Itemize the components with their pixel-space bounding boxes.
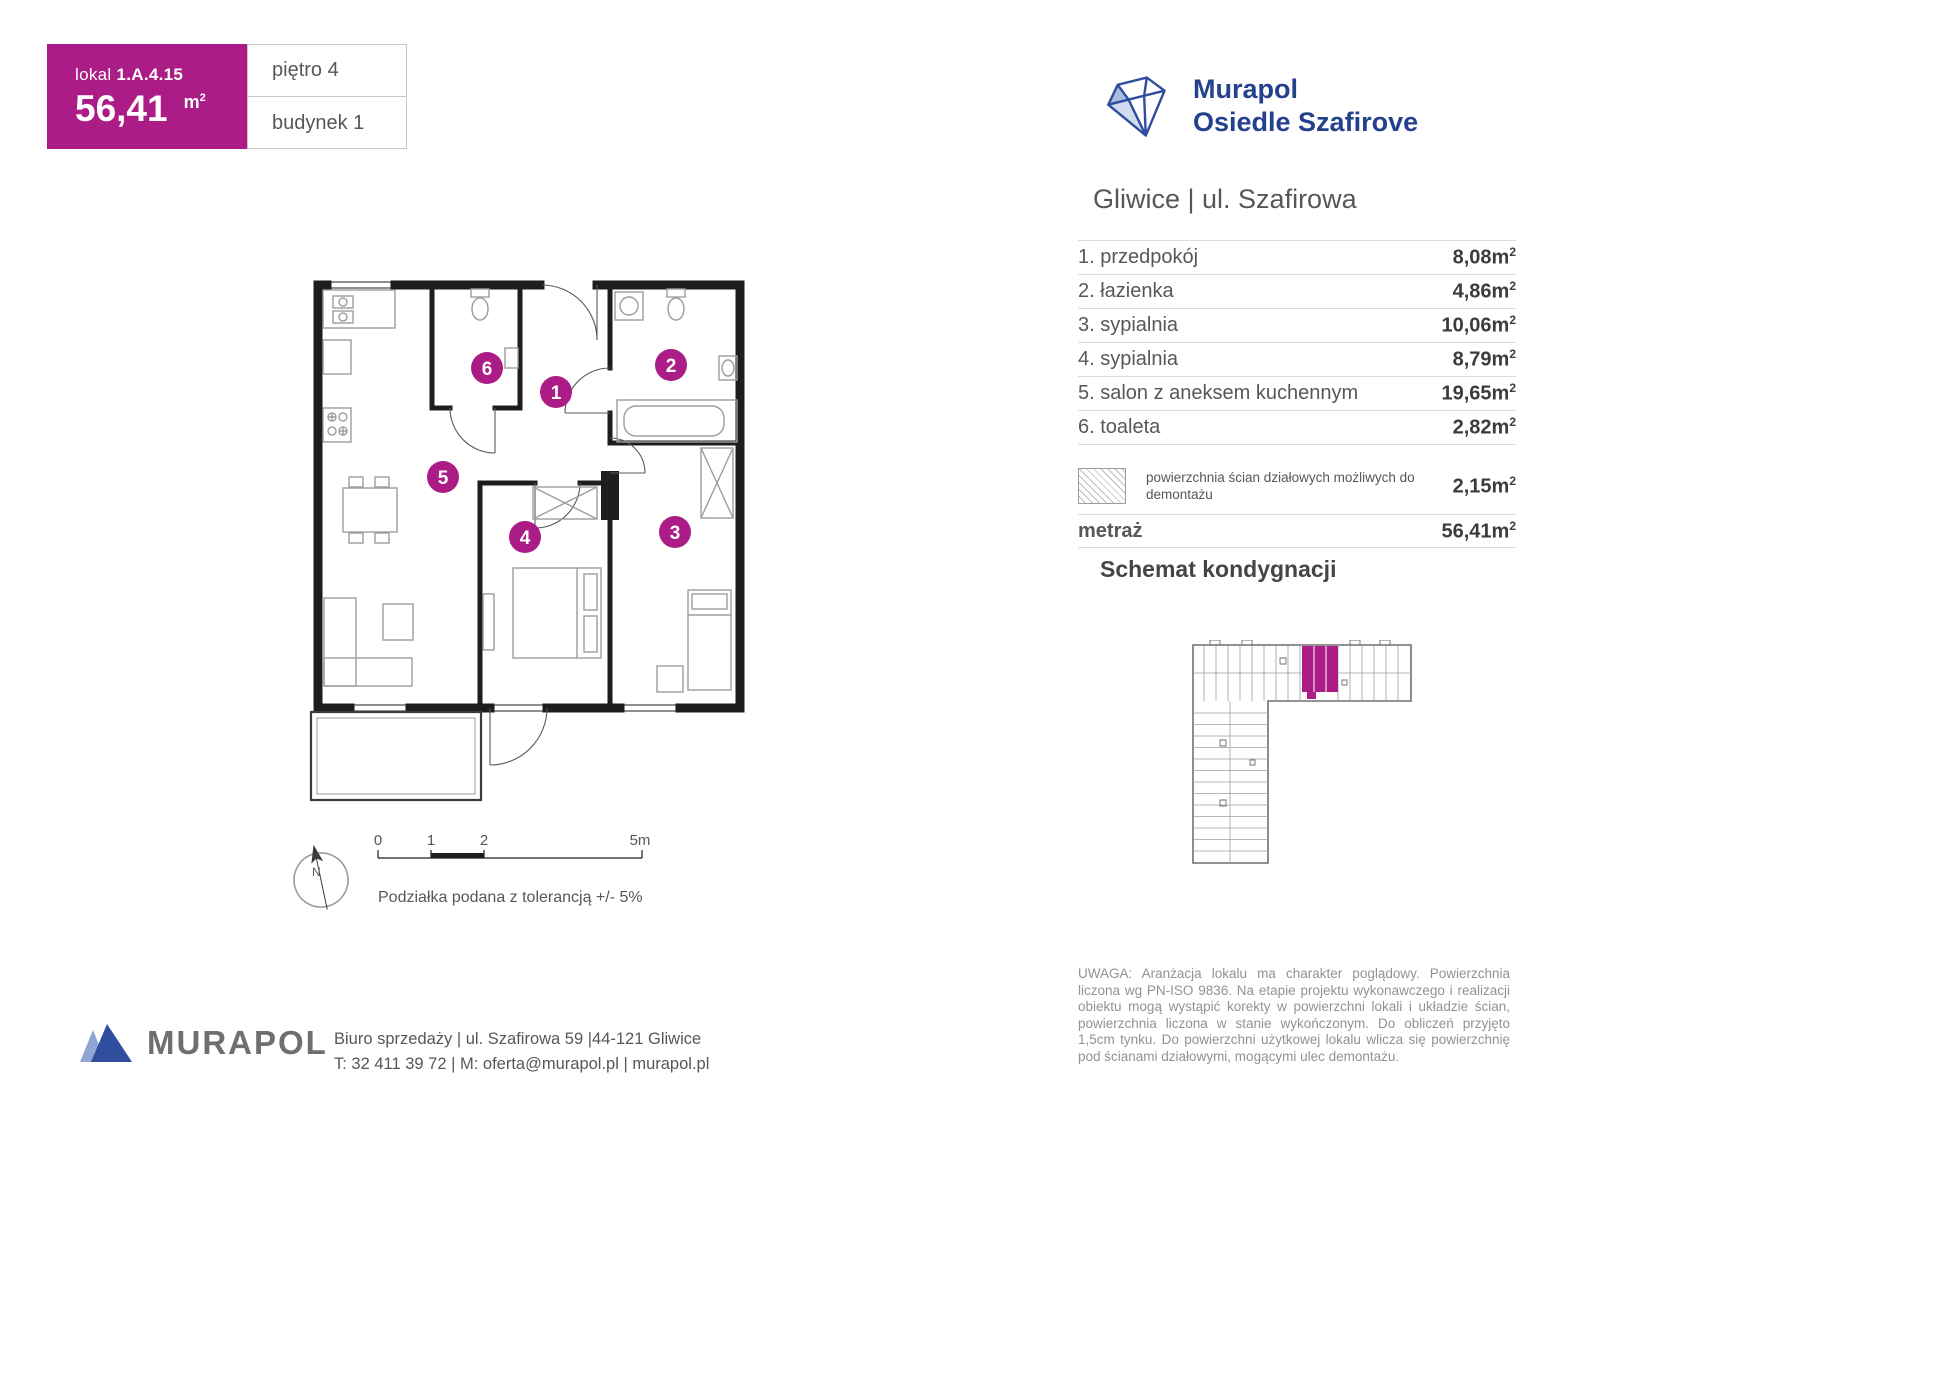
- demountable-walls-note: powierzchnia ścian działowych możliwych …: [1146, 470, 1415, 502]
- doors: [449, 284, 646, 766]
- svg-text:2: 2: [666, 356, 677, 377]
- sofa: [323, 597, 414, 687]
- footer-logo: MURAPOL: [78, 1022, 328, 1064]
- svg-text:4: 4: [520, 528, 531, 549]
- table-row: 4. sypialnia 8,79m2: [1078, 343, 1516, 377]
- legal-disclaimer: UWAGA: Aranżacja lokalu ma charakter pog…: [1078, 966, 1510, 1064]
- total-area-row: metraż 56,41m2: [1078, 514, 1516, 548]
- footer-logo-text: MURAPOL: [147, 1024, 328, 1061]
- room-label: 4. sypialnia: [1078, 348, 1179, 370]
- sink-bathroom: [718, 355, 738, 381]
- room-label: 6. toaleta: [1078, 416, 1161, 438]
- room-label: 2. łazienka: [1078, 280, 1174, 302]
- lokal-number: 1.A.4.15: [116, 65, 184, 84]
- room-area: 8,79m2: [1452, 347, 1516, 371]
- unit-number-line: lokal 1.A.4.15: [75, 65, 247, 85]
- room-label: 5. salon z aneksem kuchennym: [1078, 382, 1359, 404]
- address-line1: Biuro sprzedaży | ul. Szafirowa 59 |44-1…: [334, 1030, 702, 1048]
- svg-text:6: 6: [482, 359, 493, 380]
- demountable-walls-row: powierzchnia ścian działowych możliwych …: [1078, 468, 1516, 504]
- scale-tolerance-note: Podziałka podana z tolerancją +/- 5%: [378, 889, 643, 906]
- sales-office-address: Biuro sprzedaży | ul. Szafirowa 59 |44-1…: [334, 1027, 709, 1077]
- building-outline: [1192, 644, 1412, 864]
- total-area-label: metraż: [1078, 519, 1143, 542]
- balcony: [309, 710, 483, 802]
- lokal-label: lokal: [75, 65, 112, 84]
- unit-badge: lokal 1.A.4.15 56,41 m2: [47, 44, 247, 149]
- svg-text:1: 1: [551, 383, 562, 404]
- svg-text:N: N: [312, 865, 321, 879]
- demountable-walls-area: 2,15m2: [1452, 473, 1516, 498]
- floor-schematic: [1192, 640, 1412, 864]
- svg-text:2: 2: [480, 832, 488, 849]
- table-row: 2. łazienka 4,86m2: [1078, 275, 1516, 309]
- washing-machine: [614, 291, 644, 321]
- table-row: 1. przedpokój 8,08m2: [1078, 241, 1516, 275]
- floor-label: piętro 4: [248, 45, 406, 97]
- brand-name-line1: Murapol: [1193, 74, 1298, 104]
- room-area: 2,82m2: [1452, 415, 1516, 439]
- svg-text:5m: 5m: [630, 832, 651, 849]
- svg-text:1: 1: [427, 832, 435, 849]
- compass-icon: N: [293, 844, 349, 910]
- address-line2: T: 32 411 39 72 | M: oferta@murapol.pl |…: [334, 1055, 710, 1073]
- diamond-logo-icon: [1107, 76, 1166, 137]
- room-marker-4: 4: [509, 521, 541, 553]
- toilet-bowl-bathroom: [666, 288, 686, 321]
- room-area: 4,86m2: [1452, 279, 1516, 303]
- svg-text:3: 3: [670, 523, 681, 544]
- wardrobe-room3: [700, 447, 734, 519]
- bathtub: [616, 399, 738, 443]
- room-label: 3. sypialnia: [1078, 314, 1179, 336]
- floor-building-box: piętro 4 budynek 1: [247, 44, 407, 149]
- brand-block: Murapol Osiedle Szafirove: [1103, 64, 1418, 148]
- sink-wc: [504, 347, 519, 369]
- dining-table: [342, 476, 398, 544]
- room-area: 8,08m2: [1452, 245, 1516, 269]
- room-marker-6: 6: [471, 352, 503, 384]
- svg-text:5: 5: [438, 468, 449, 489]
- hatch-pattern-icon: [1078, 468, 1126, 504]
- outer-walls: [313, 280, 745, 713]
- room-marker-5: 5: [427, 461, 459, 493]
- unit-area-value: 56,41: [75, 88, 168, 129]
- svg-text:0: 0: [374, 832, 382, 849]
- unit-area: 56,41 m2: [75, 88, 247, 130]
- room-area: 10,06m2: [1441, 313, 1516, 337]
- table-row: 3. sypialnia 10,06m2: [1078, 309, 1516, 343]
- bed-room4: [482, 567, 602, 659]
- wardrobe-room4: [532, 486, 598, 520]
- building-label: budynek 1: [272, 111, 365, 134]
- room-marker-1: 1: [540, 376, 572, 408]
- floor-plan: 1 2 3 4 5 6: [309, 280, 745, 802]
- project-location: Gliwice | ul. Szafirowa: [1093, 184, 1357, 214]
- room-marker-3: 3: [659, 516, 691, 548]
- rooms-table: 1. przedpokój 8,08m2 2. łazienka 4,86m2 …: [1078, 240, 1516, 445]
- interior-walls: [429, 282, 743, 711]
- brand-name: Murapol Osiedle Szafirove: [1193, 73, 1418, 139]
- total-area-value: 56,41m2: [1441, 518, 1516, 543]
- room-label: 1. przedpokój: [1078, 246, 1199, 268]
- table-row: 6. toaleta 2,82m2: [1078, 411, 1516, 445]
- bed-room3: [656, 589, 732, 693]
- scale-bar: 0 1 2 5m: [374, 832, 651, 859]
- schematic-title: Schemat kondygnacji: [1100, 556, 1337, 582]
- wall-block: [601, 471, 619, 520]
- toilet-bowl-wc: [470, 288, 490, 321]
- table-row: 5. salon z aneksem kuchennym 19,65m2: [1078, 377, 1516, 411]
- murapol-logo-icon: [80, 1024, 132, 1062]
- unit-area-unit: m2: [183, 92, 206, 112]
- windows: [326, 281, 681, 712]
- room-area: 19,65m2: [1441, 381, 1516, 405]
- room-marker-2: 2: [655, 349, 687, 381]
- brand-name-line2: Osiedle Szafirove: [1193, 107, 1419, 137]
- kitchen-unit: [322, 289, 396, 443]
- highlighted-unit: [1302, 646, 1338, 699]
